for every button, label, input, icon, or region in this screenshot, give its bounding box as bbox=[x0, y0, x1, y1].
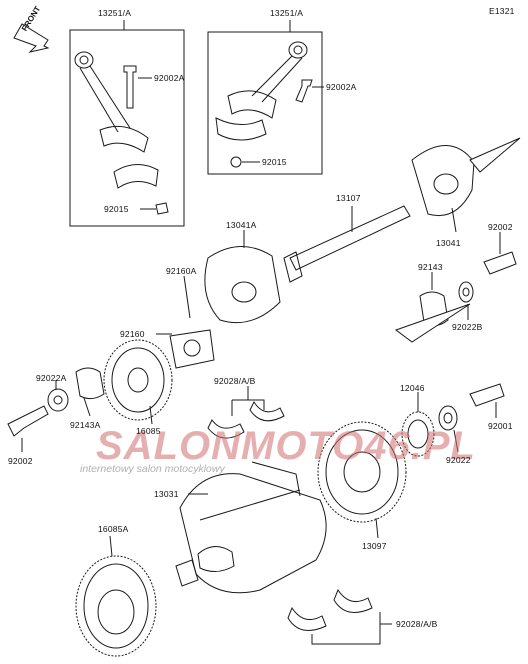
label-92160[interactable]: 92160 bbox=[120, 329, 145, 339]
label-92143[interactable]: 92143 bbox=[418, 262, 443, 272]
bearing-shells-top bbox=[207, 386, 285, 439]
washer-92022b bbox=[394, 281, 474, 343]
conrod-bolt-right bbox=[295, 79, 313, 103]
rubber-damper bbox=[156, 275, 215, 369]
label-92002a-left[interactable]: 92002A bbox=[154, 73, 185, 83]
bolt-92001 bbox=[469, 383, 505, 418]
gear-12046 bbox=[401, 392, 435, 457]
primary-gear-13097 bbox=[317, 421, 407, 539]
label-13251-a-left[interactable]: 13251/A bbox=[98, 8, 132, 18]
diagram-code: E1321 bbox=[489, 6, 515, 16]
front-arrow-icon bbox=[13, 23, 50, 53]
label-92002-left[interactable]: 92002 bbox=[8, 456, 33, 466]
balancer-weight-13041a bbox=[204, 230, 281, 324]
crankshaft bbox=[175, 461, 327, 594]
label-92028-bottom[interactable]: 92028/A/B bbox=[396, 619, 438, 629]
connecting-rod-left bbox=[74, 51, 159, 189]
conrod-nut-right bbox=[230, 156, 242, 168]
label-16085a[interactable]: 16085A bbox=[98, 524, 129, 534]
label-13041a[interactable]: 13041A bbox=[226, 220, 257, 230]
label-92015-left[interactable]: 92015 bbox=[104, 204, 129, 214]
balancer-gear-16085 bbox=[103, 339, 173, 425]
balancer-weight-13041 bbox=[411, 137, 521, 233]
label-92022b[interactable]: 92022B bbox=[452, 322, 483, 332]
gear-16085a bbox=[75, 535, 157, 657]
label-13041[interactable]: 13041 bbox=[436, 238, 461, 248]
label-13031[interactable]: 13031 bbox=[154, 489, 179, 499]
conrod-box-right bbox=[207, 31, 323, 175]
balancer-shaft bbox=[283, 205, 411, 283]
collar-92143a bbox=[75, 367, 105, 417]
conrod-box-left bbox=[69, 29, 185, 227]
label-92022[interactable]: 92022 bbox=[446, 455, 471, 465]
label-12046[interactable]: 12046 bbox=[400, 383, 425, 393]
label-92002-right[interactable]: 92002 bbox=[488, 222, 513, 232]
conrod-nut-left bbox=[155, 202, 169, 215]
label-92160a[interactable]: 92160A bbox=[166, 266, 197, 276]
label-13097[interactable]: 13097 bbox=[362, 541, 387, 551]
washer-92022 bbox=[438, 405, 459, 453]
bearing-shells-bottom bbox=[287, 588, 392, 645]
watermark-subtitle: internetowy salon motocyklowy bbox=[80, 463, 225, 475]
label-92001[interactable]: 92001 bbox=[488, 421, 513, 431]
label-16085[interactable]: 16085 bbox=[136, 426, 161, 436]
label-13107[interactable]: 13107 bbox=[336, 193, 361, 203]
washer-92022a bbox=[47, 380, 69, 412]
bolt-92002-left bbox=[7, 405, 49, 452]
label-92028-top[interactable]: 92028/A/B bbox=[214, 376, 256, 386]
connecting-rod-right bbox=[215, 41, 308, 141]
label-92015-right[interactable]: 92015 bbox=[262, 157, 287, 167]
conrod-bolt-left bbox=[123, 65, 137, 109]
watermark-brand: SALONMOTO46.PL bbox=[96, 424, 476, 468]
label-13251-a-right[interactable]: 13251/A bbox=[270, 8, 304, 18]
bolt-92002-right bbox=[483, 232, 517, 275]
label-92143a[interactable]: 92143A bbox=[70, 420, 101, 430]
label-92022a[interactable]: 92022A bbox=[36, 373, 67, 383]
label-92002a-right[interactable]: 92002A bbox=[326, 82, 357, 92]
